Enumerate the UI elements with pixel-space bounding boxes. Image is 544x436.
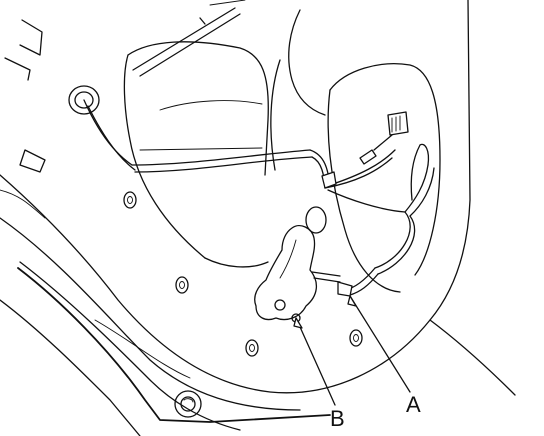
wire-harness — [83, 99, 435, 296]
hole-icon — [175, 276, 189, 294]
leader-b-arrow — [293, 317, 303, 329]
mounting-holes — [123, 191, 363, 357]
callout-leaders — [293, 295, 411, 406]
hole-icon — [349, 329, 363, 347]
left-panel-fragments — [0, 19, 46, 219]
leader-a — [349, 295, 411, 393]
hole-icon — [245, 339, 259, 357]
hole-icon — [123, 191, 137, 209]
lock-actuator — [254, 206, 353, 323]
grommet-icon — [68, 85, 100, 115]
door-panel — [0, 0, 516, 436]
connector-icon — [373, 111, 409, 151]
harness-clip-icon — [321, 149, 377, 189]
leader-a-arrow — [347, 295, 357, 307]
rod-cable — [132, 0, 246, 77]
leader-b — [295, 317, 336, 406]
bolt-icon — [174, 390, 202, 418]
callout-label-a: A — [406, 392, 421, 417]
callout-label-b: B — [330, 406, 345, 431]
right-access-hole — [327, 63, 441, 293]
upper-access-hole — [123, 41, 269, 268]
